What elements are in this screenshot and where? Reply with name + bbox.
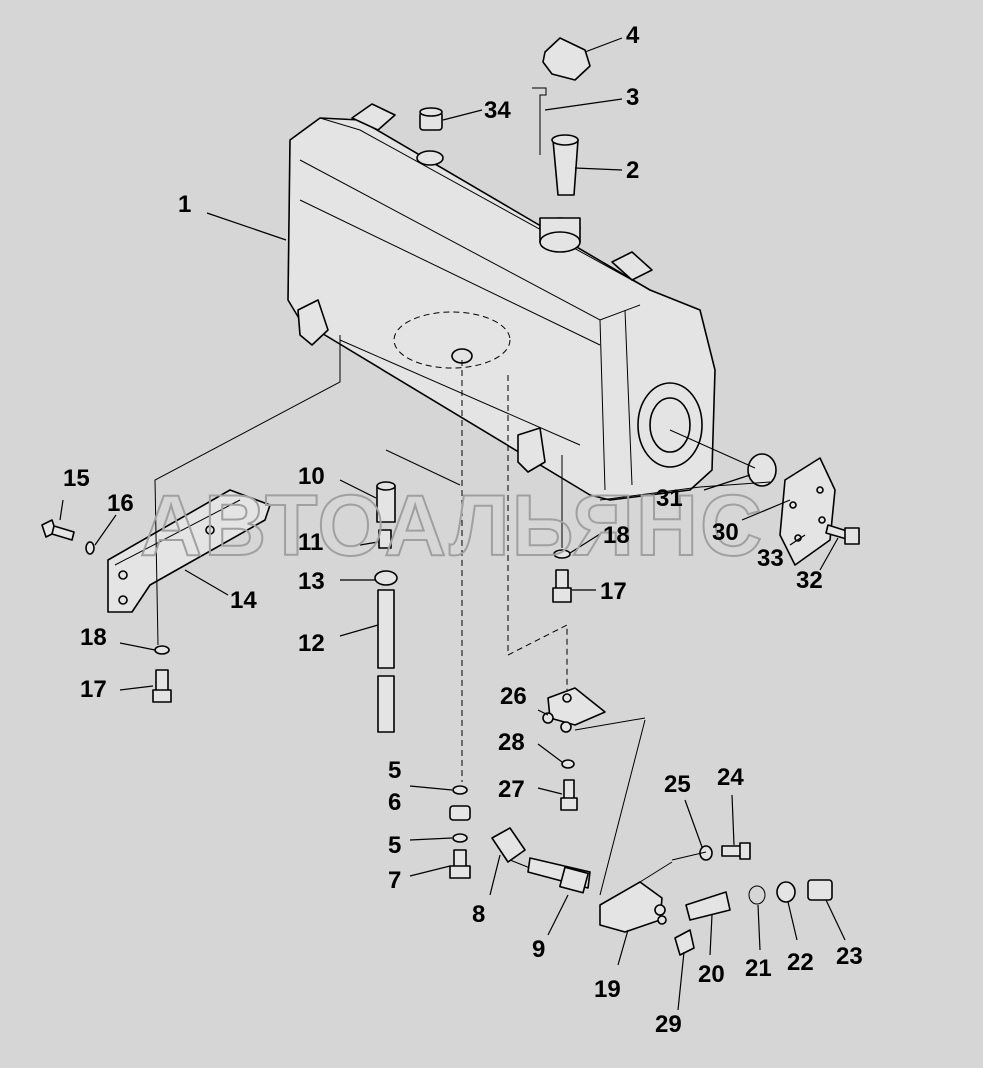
bolt-part-7 (449, 849, 471, 879)
pipe-part-9 (527, 857, 591, 894)
gasket-part-31 (747, 453, 777, 487)
mounting-bracket-part-14 (107, 489, 271, 613)
bolt-part-17-right (552, 569, 572, 603)
callout-18-right: 18 (603, 522, 630, 549)
callout-19: 19 (594, 976, 621, 1003)
bolt-part-24 (721, 842, 751, 860)
callout-18-left: 18 (80, 624, 107, 651)
ring-part-21 (748, 885, 766, 905)
callout-33: 33 (757, 545, 784, 572)
callout-17-right: 17 (600, 578, 627, 605)
hose-parts-10-13 (374, 481, 398, 733)
leader-lines (59, 37, 846, 1011)
plug-part-23 (807, 879, 833, 901)
callout-26: 26 (500, 683, 527, 710)
callout-2: 2 (626, 157, 639, 184)
callout-12: 12 (298, 630, 325, 657)
callout-23: 23 (836, 943, 863, 970)
callout-6: 6 (388, 789, 401, 816)
gasket-part-22 (776, 881, 796, 903)
fitting-part-20 (685, 891, 731, 921)
watermark-text: АВТОАЛЬЯНС (140, 478, 764, 574)
callout-14: 14 (230, 587, 257, 614)
washer-part-5-bottom (452, 833, 468, 843)
banjo-part-6 (449, 805, 471, 821)
callout-20: 20 (698, 961, 725, 988)
filler-cap-part-4 (542, 37, 591, 81)
callout-labels: 1 2 3 4 5 5 6 7 8 9 10 11 12 13 14 15 16… (63, 22, 863, 1038)
callout-34: 34 (484, 97, 511, 124)
washer-part-28 (561, 759, 575, 769)
callout-8: 8 (472, 901, 485, 928)
callout-5-top: 5 (388, 757, 401, 784)
callout-16: 16 (107, 490, 134, 517)
callout-24: 24 (717, 764, 744, 791)
dipstick-part-3 (532, 87, 547, 155)
filter-head-part-19 (599, 881, 667, 933)
callout-10: 10 (298, 463, 325, 490)
callout-1: 1 (178, 191, 191, 218)
callout-30: 30 (712, 519, 739, 546)
callout-3: 3 (626, 84, 639, 111)
plug-part-34 (419, 107, 443, 131)
washer-part-18-left (154, 645, 170, 655)
cover-plate-part-30 (779, 457, 836, 566)
callout-21: 21 (745, 955, 772, 982)
fitting-part-29 (674, 929, 695, 956)
callout-5-bottom: 5 (388, 832, 401, 859)
callout-27: 27 (498, 776, 525, 803)
callout-29: 29 (655, 1011, 682, 1038)
bolt-part-27 (560, 779, 578, 811)
bolt-part-32 (825, 524, 860, 545)
washer-part-18-right (553, 549, 571, 559)
callout-17-left: 17 (80, 676, 107, 703)
fuel-tank (287, 103, 716, 501)
callout-9: 9 (532, 936, 545, 963)
callout-15: 15 (63, 465, 90, 492)
washer-part-5-top (452, 785, 468, 795)
strainer-part-2 (551, 134, 579, 196)
callout-22: 22 (787, 949, 814, 976)
callout-32: 32 (796, 567, 823, 594)
bolt-part-17-left (152, 669, 172, 703)
callout-28: 28 (498, 729, 525, 756)
callout-25: 25 (664, 771, 691, 798)
bracket-part-26 (542, 687, 606, 733)
bolt-part-15 (41, 519, 75, 541)
washer-part-16 (85, 541, 95, 555)
callout-7: 7 (388, 867, 401, 894)
callout-13: 13 (298, 568, 325, 595)
callout-31: 31 (656, 485, 683, 512)
guide-lines (154, 335, 771, 896)
callout-11: 11 (298, 529, 323, 556)
callout-4: 4 (626, 22, 640, 49)
